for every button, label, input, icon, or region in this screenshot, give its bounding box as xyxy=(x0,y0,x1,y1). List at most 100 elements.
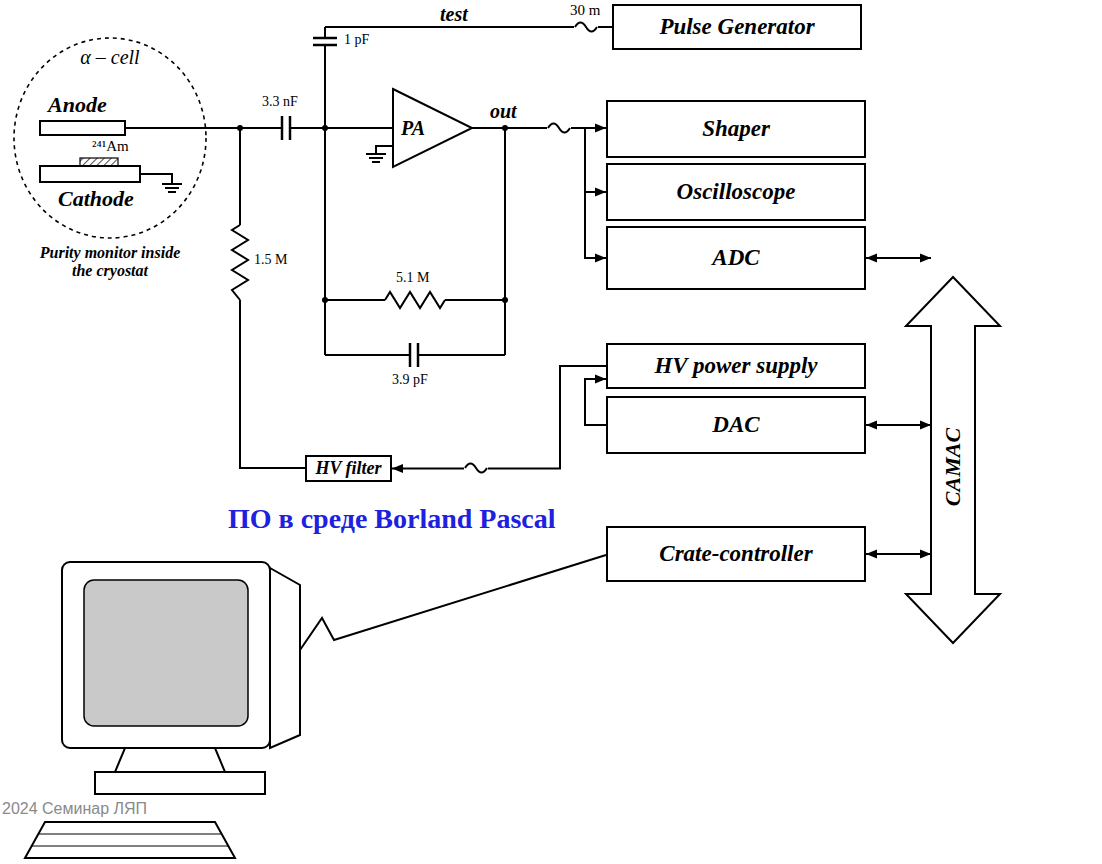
computer-illustration xyxy=(115,748,225,772)
ground-symbol xyxy=(162,183,182,185)
component-value: 5.1 M xyxy=(396,270,429,286)
ground-symbol xyxy=(369,157,383,159)
computer-link xyxy=(300,555,606,650)
component-value: 3.9 pF xyxy=(392,372,428,388)
arrow-head xyxy=(595,188,606,197)
ground-symbol xyxy=(165,187,179,189)
capacitor-symbol xyxy=(409,343,412,367)
resistor-symbol xyxy=(232,225,248,300)
block-label: Shaper xyxy=(702,116,770,142)
arrow-head xyxy=(392,464,403,473)
junction-dot xyxy=(322,125,328,131)
computer-illustration xyxy=(38,834,222,835)
cable-symbol xyxy=(574,20,598,34)
electrode-anode xyxy=(40,121,125,135)
connector-line xyxy=(585,379,606,425)
cable-symbol xyxy=(547,121,571,135)
signal-name: test xyxy=(440,3,468,26)
cell-title: α – cell xyxy=(12,46,208,69)
filter-box: HV filter xyxy=(305,455,392,482)
bus-label: CAMAC xyxy=(940,428,966,506)
electrode-name: Anode xyxy=(48,92,107,117)
circuit-wire xyxy=(325,299,385,301)
instrument-box: ADC xyxy=(606,226,866,290)
signal-connector xyxy=(866,550,931,559)
arrow-head xyxy=(920,254,931,263)
circuit-wire xyxy=(418,354,505,356)
instrument-box: HV power supply xyxy=(606,343,866,389)
computer-illustration xyxy=(25,822,235,858)
block-label: Oscilloscope xyxy=(677,179,796,205)
signal-connector xyxy=(585,375,606,426)
amplifier-label: PA xyxy=(401,117,425,140)
component-value: 1 pF xyxy=(344,32,369,48)
ground-symbol xyxy=(376,146,392,154)
computer-illustration xyxy=(62,562,270,748)
arrow-head xyxy=(595,254,606,263)
computer-illustration xyxy=(270,568,300,748)
amplifier-triangle: PA xyxy=(392,88,472,168)
computer-illustration xyxy=(84,580,248,726)
signal-name: out xyxy=(490,100,517,123)
arrow-head xyxy=(595,375,606,384)
signal-connector xyxy=(392,366,606,473)
cable-symbol xyxy=(574,20,598,34)
cable-symbol xyxy=(465,464,487,473)
cable-symbol xyxy=(548,124,570,133)
block-label: HV filter xyxy=(315,458,381,479)
block-label: ADC xyxy=(712,245,759,271)
computer-illustration xyxy=(32,846,228,847)
source-name: ²⁴¹Am xyxy=(92,138,129,155)
cell-caption: Purity monitor inside the cryostat xyxy=(35,244,185,281)
cable-length: 30 m xyxy=(570,2,600,19)
ground-symbol xyxy=(372,161,380,163)
block-label: DAC xyxy=(712,412,759,438)
signal-connector xyxy=(866,254,931,263)
junction-dot xyxy=(237,125,508,303)
circuit-wire xyxy=(325,354,410,356)
arrow-head xyxy=(866,550,877,559)
circuit-wire xyxy=(240,300,305,468)
capacitor-symbol xyxy=(289,116,292,140)
circuit-wire xyxy=(239,128,241,225)
circuit-wire xyxy=(125,127,282,129)
cable-symbol xyxy=(464,461,488,475)
bus-arrow: CAMAC xyxy=(905,276,1001,644)
circuit-wire xyxy=(325,26,612,28)
capacitor-symbol xyxy=(281,116,284,140)
computer-link xyxy=(300,555,606,650)
circuit-wire xyxy=(504,128,506,355)
connector-line xyxy=(392,366,606,469)
capacitor-symbol xyxy=(282,38,418,367)
block-label: Pulse Generator xyxy=(659,14,814,40)
junction-dot xyxy=(322,297,328,303)
capacitor-symbol xyxy=(313,37,337,40)
electrode-anode xyxy=(40,121,125,135)
circuit-wire xyxy=(445,299,505,301)
instrument-box: Pulse Generator xyxy=(612,4,862,50)
connector-line xyxy=(472,128,606,258)
block-label: Crate-controller xyxy=(659,541,812,567)
signal-connector xyxy=(472,128,606,263)
bus-arrow-shape xyxy=(906,277,1000,643)
component-value: 3.3 nF xyxy=(262,94,298,110)
junction-dot xyxy=(502,297,508,303)
instrument-box: Crate-controller xyxy=(606,526,866,582)
capacitor-symbol xyxy=(417,343,420,367)
circuit-wire xyxy=(290,127,392,129)
computer-illustration xyxy=(95,772,265,794)
ground-symbol xyxy=(168,191,176,193)
amplifier-triangle-shape xyxy=(393,89,472,167)
watermark: 2024 Семинар ЛЯП xyxy=(2,800,147,818)
instrument-box: Oscilloscope xyxy=(606,163,866,221)
circuit-wire xyxy=(125,27,612,468)
signal-connector xyxy=(866,421,931,430)
electrode-cathode xyxy=(40,166,140,182)
cable-symbol xyxy=(464,121,571,475)
ground-symbol xyxy=(366,153,386,155)
block-label: HV power supply xyxy=(654,353,817,379)
circuit-wire xyxy=(324,27,326,38)
resistor-symbol xyxy=(232,225,445,308)
component-value: 1.5 M xyxy=(254,252,287,268)
